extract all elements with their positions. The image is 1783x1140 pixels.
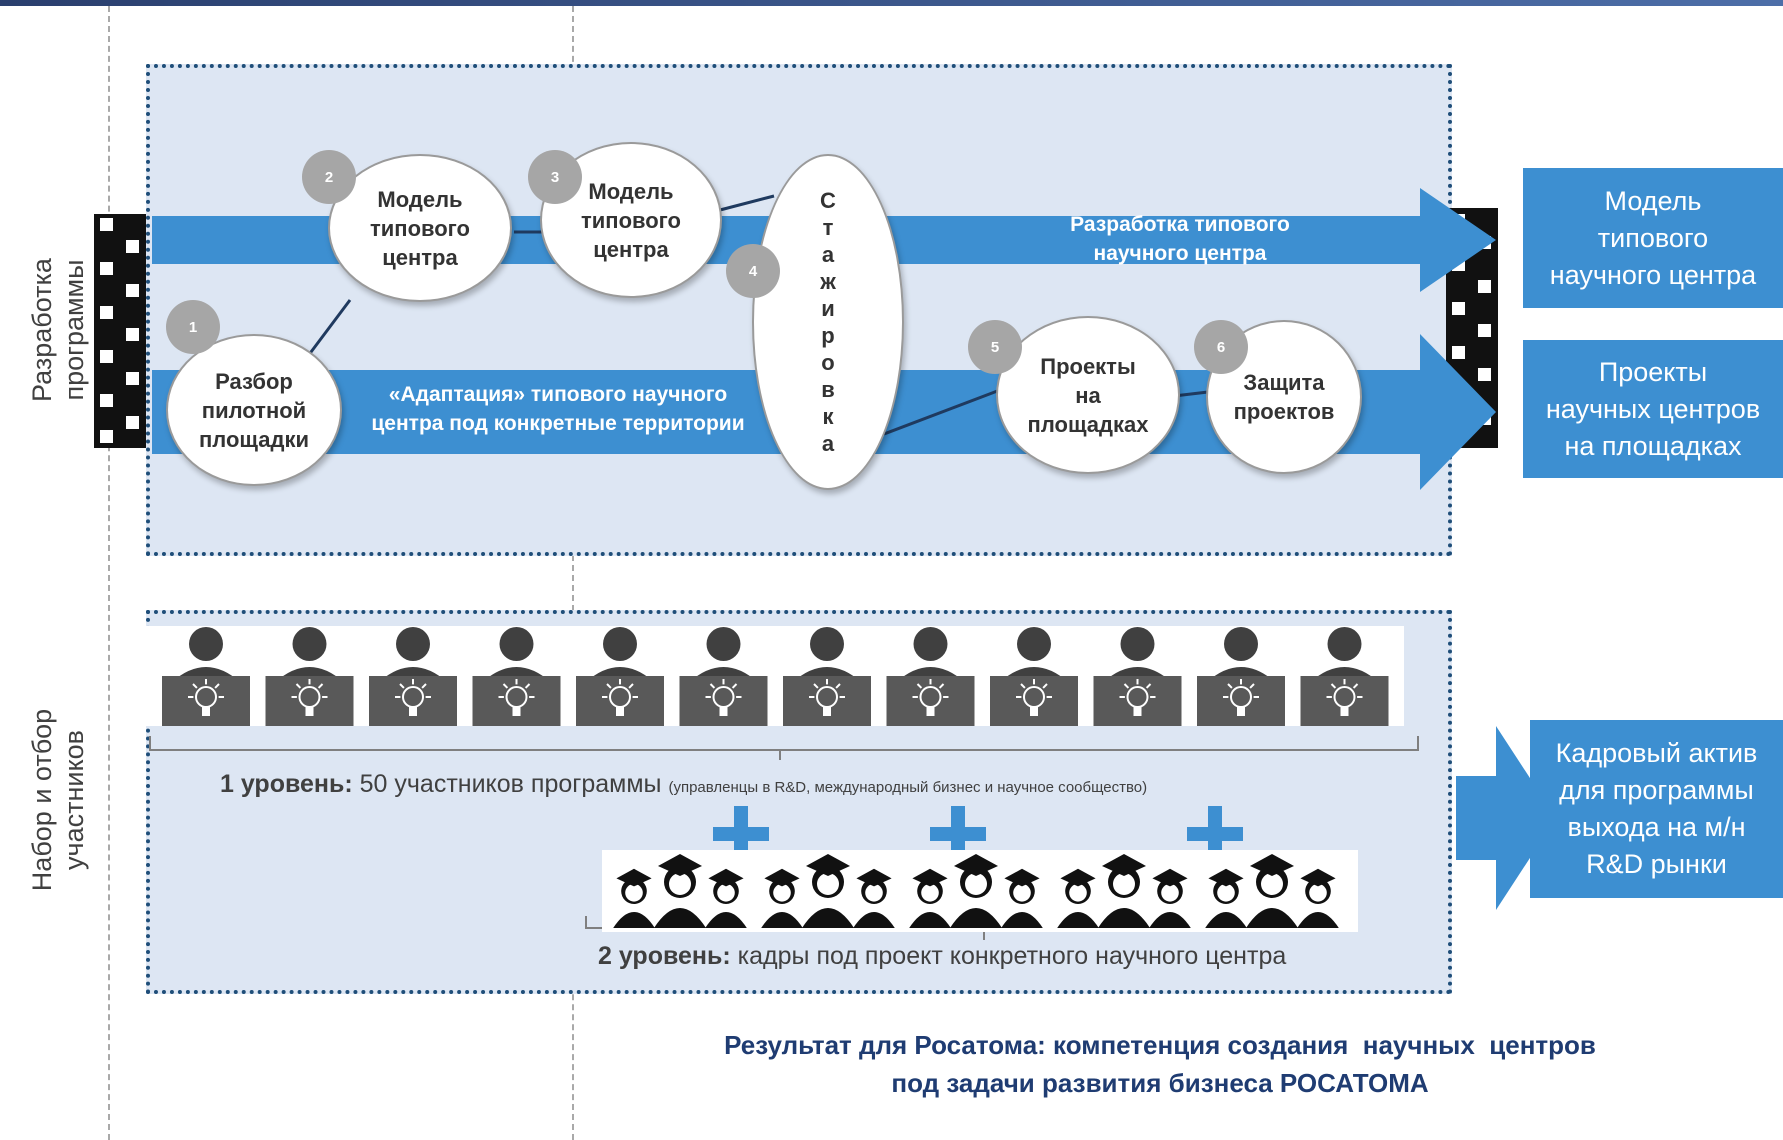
participant-icon: [265, 627, 354, 726]
level1-note: (управленцы в R&D, международный бизнес …: [668, 779, 1148, 796]
level2-desc: кадры под проект конкретного научного це…: [730, 942, 1287, 970]
output-model-box: Модель типового научного центра: [1523, 168, 1783, 308]
graduate-group-icon: [909, 854, 1043, 928]
graduate-icons: [613, 854, 1339, 928]
film-strip-left-icon: [94, 214, 146, 448]
step-label-5: Проекты на площадках: [1027, 353, 1149, 437]
step-label-3: Модель типового центра: [580, 178, 681, 262]
top-arrow-label: Разработка типового научного центра: [1070, 213, 1290, 265]
level1-bracket: [149, 736, 1419, 760]
graduate-group-icon: [1205, 854, 1339, 928]
step-circle-2: Модель типового центра: [328, 154, 512, 302]
level2-title: 2 уровень:: [598, 942, 731, 970]
participant-icon: [783, 627, 871, 726]
participant-icon: [990, 627, 1078, 726]
graduate-group-icon: [613, 854, 747, 928]
step-circle-1: Разбор пилотной площадки: [166, 334, 342, 486]
step-badge-2: 2: [302, 150, 356, 204]
participant-icon: [162, 627, 250, 726]
step-badge-6: 6: [1194, 320, 1248, 374]
step-badge-4: 4: [726, 244, 780, 298]
step-label-4: С т а ж и р о в к а: [820, 188, 836, 456]
participant-icon: [1093, 627, 1182, 726]
level2-text: 2 уровень: кадры под проект конкретного …: [598, 942, 1286, 971]
participant-icon: [1300, 627, 1389, 726]
graduate-group-icon: [761, 854, 895, 928]
bottom-arrow-label: «Адаптация» типового научного центра под…: [371, 383, 745, 435]
level1-people-strip: [146, 626, 1404, 726]
participant-icon: [679, 627, 768, 726]
step-label-2: Модель типового центра: [369, 186, 470, 270]
level1-desc: 50 участников программы: [352, 770, 669, 798]
participant-icon: [472, 627, 561, 726]
stage-divider-2: [572, 6, 574, 1140]
step-circle-5: Проекты на площадках: [996, 316, 1180, 474]
step-label-1: Разбор пилотной площадки: [199, 368, 309, 452]
output-personnel-box: Кадровый актив для программы выхода на м…: [1530, 720, 1783, 898]
step-circle-4: С т а ж и р о в к а: [752, 154, 904, 490]
step-badge-3: 3: [528, 150, 582, 204]
participant-icon: [1197, 627, 1285, 726]
stage-divider-1: [108, 6, 110, 1140]
graduate-group-icon: [1057, 854, 1191, 928]
plus-icons: [713, 806, 1243, 862]
participant-icons: [162, 627, 1389, 726]
participant-icon: [369, 627, 457, 726]
participant-icon: [576, 627, 664, 726]
step-label-6: Защита проектов: [1233, 370, 1335, 424]
output-projects-box: Проекты научных центров на площадках: [1523, 340, 1783, 478]
result-statement: Результат для Росатома: компетенция созд…: [724, 1030, 1596, 1098]
step-badge-1: 1: [166, 300, 220, 354]
top-bar: [0, 0, 1783, 6]
participant-icon: [886, 627, 975, 726]
personnel-arrow: [1456, 726, 1556, 910]
level1-title: 1 уровень:: [220, 770, 353, 798]
level1-text: 1 уровень: 50 участников программы (упра…: [220, 770, 1147, 799]
step-badge-5: 5: [968, 320, 1022, 374]
step-circle-3: Модель типового центра: [540, 142, 722, 298]
